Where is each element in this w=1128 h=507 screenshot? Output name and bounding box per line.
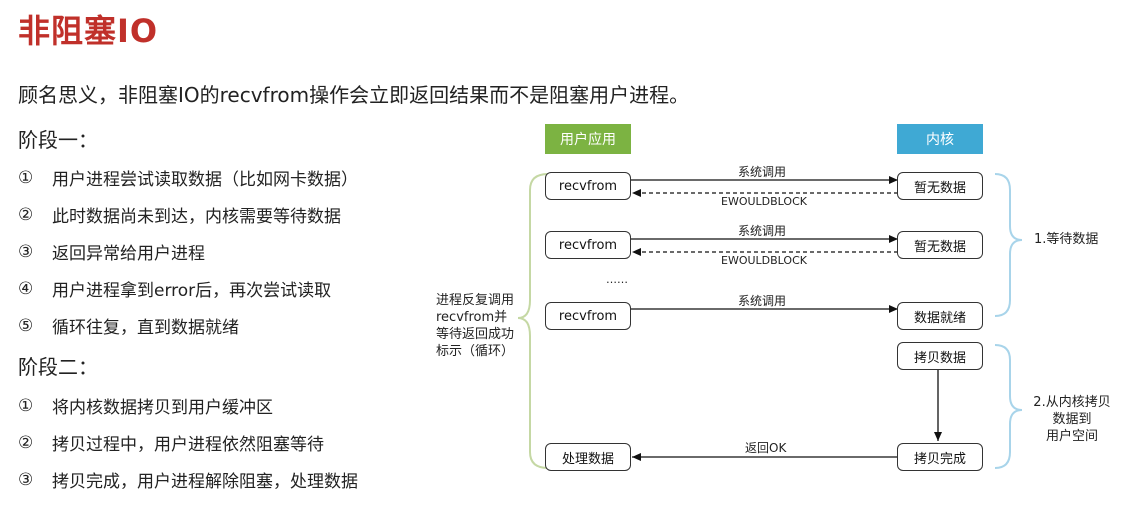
step-text: 拷贝过程中，用户进程依然阻塞等待: [52, 435, 324, 455]
syscall-label-3: 系统调用: [738, 294, 787, 308]
step-text: 将内核数据拷贝到用户缓冲区: [52, 398, 273, 418]
step-text: 用户进程尝试读取数据（比如网卡数据）: [52, 170, 358, 190]
user-app-header: 用户应用: [545, 124, 631, 154]
syscall-label-1: 系统调用: [738, 165, 787, 179]
step-text: 用户进程拿到error后，再次尝试读取: [52, 281, 332, 301]
no-data-box-2: 暂无数据: [897, 231, 983, 259]
step-number: ④: [18, 278, 34, 299]
phase2-step-2: ② 拷贝过程中，用户进程依然阻塞等待: [18, 430, 324, 456]
phase1-step-5: ⑤ 循环往复，直到数据就绪: [18, 313, 239, 339]
recvfrom-box-1: recvfrom: [545, 172, 631, 200]
right-bracket-1: [994, 173, 1023, 317]
right-note-1: 1.等待数据: [1034, 232, 1099, 247]
ellipsis-label: ……: [606, 273, 628, 286]
no-data-box-1: 暂无数据: [897, 172, 983, 200]
step-number: ①: [18, 395, 34, 416]
syscall-label-2: 系统调用: [738, 224, 787, 238]
recvfrom-box-3: recvfrom: [545, 302, 631, 330]
page-title: 非阻塞IO: [18, 12, 159, 50]
right-bracket-2: [994, 344, 1023, 469]
step-text: 循环往复，直到数据就绪: [52, 318, 239, 338]
step-text: 拷贝完成，用户进程解除阻塞，处理数据: [52, 472, 358, 492]
phase1-step-3: ③ 返回异常给用户进程: [18, 239, 205, 265]
step-number: ③: [18, 241, 34, 262]
step-number: ③: [18, 469, 34, 490]
step-number: ②: [18, 432, 34, 453]
step-number: ①: [18, 167, 34, 188]
left-bracket: [517, 173, 549, 469]
phase1-step-4: ④ 用户进程拿到error后，再次尝试读取: [18, 276, 332, 302]
return-ok-label: 返回OK: [745, 441, 787, 455]
phase1-heading: 阶段一：: [18, 128, 98, 152]
data-ready-box: 数据就绪: [897, 302, 983, 330]
ewouldblock-label-2: EWOULDBLOCK: [721, 254, 807, 267]
copy-data-box: 拷贝数据: [897, 342, 983, 370]
step-text: 返回异常给用户进程: [52, 244, 205, 264]
phase2-step-1: ① 将内核数据拷贝到用户缓冲区: [18, 393, 273, 419]
phase1-step-2: ② 此时数据尚未到达，内核需要等待数据: [18, 202, 341, 228]
phase1-step-1: ① 用户进程尝试读取数据（比如网卡数据）: [18, 165, 358, 191]
intro-text: 顾名思义，非阻塞IO的recvfrom操作会立即返回结果而不是阻塞用户进程。: [18, 83, 690, 107]
phase2-heading: 阶段二：: [18, 355, 98, 379]
recvfrom-box-2: recvfrom: [545, 231, 631, 259]
right-note-2: 2.从内核拷贝 数据到 用户空间: [1033, 395, 1111, 444]
step-number: ②: [18, 204, 34, 225]
step-number: ⑤: [18, 315, 34, 336]
process-data-box: 处理数据: [545, 443, 631, 471]
ewouldblock-label-1: EWOULDBLOCK: [721, 195, 807, 208]
left-note: 进程反复调用 recvfrom并 等待返回成功 标示（循环）: [436, 293, 515, 359]
kernel-header: 内核: [897, 124, 983, 154]
phase2-step-3: ③ 拷贝完成，用户进程解除阻塞，处理数据: [18, 467, 358, 493]
step-text: 此时数据尚未到达，内核需要等待数据: [52, 207, 341, 227]
copy-done-box: 拷贝完成: [897, 443, 983, 471]
